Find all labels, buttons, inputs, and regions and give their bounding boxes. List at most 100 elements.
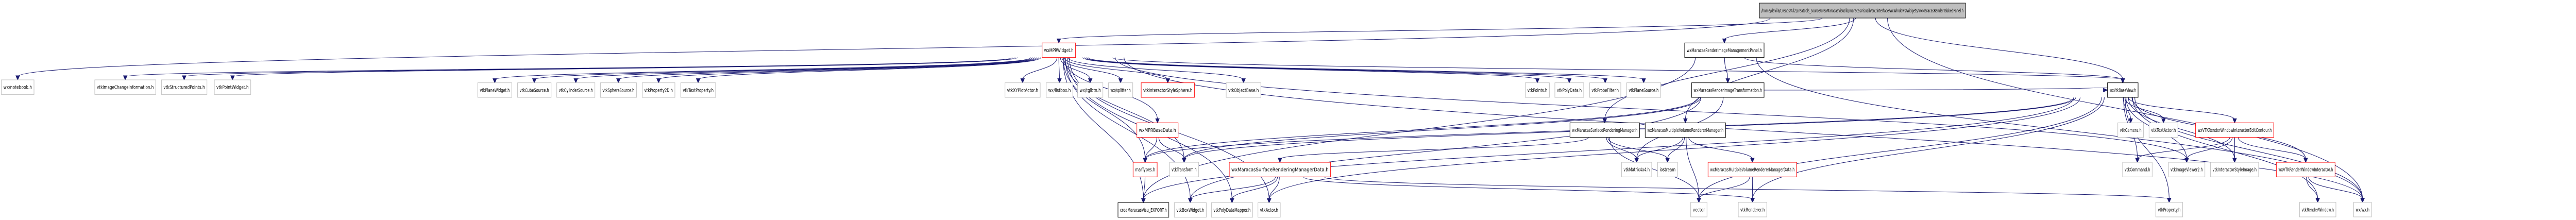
arrowhead-icon	[1665, 158, 1670, 163]
edge-line	[1111, 57, 2123, 80]
node-vtkPolyDataMapper[interactable]: vtkPolyDataMapper.h	[1211, 202, 1253, 218]
arrowhead-icon	[182, 75, 187, 81]
arrowhead-icon	[1725, 78, 1730, 83]
node-vtkMatrix4x4[interactable]: vtkMatrix4x4.h	[1621, 162, 1652, 177]
arrowhead-icon	[1535, 78, 1540, 83]
edge-wxMPRWidget-to-wxlistbox	[1057, 57, 1062, 83]
arrowhead-icon	[532, 78, 537, 83]
node-vtkCamera[interactable]: vtkCamera.h	[2117, 122, 2144, 138]
node-vtkBoxWidget[interactable]: vtkBoxWidget.h	[1174, 202, 1207, 218]
node-box	[161, 79, 208, 95]
edge-line	[2132, 97, 2318, 199]
node-vtkRenderer[interactable]: vtkRenderer.h	[1738, 202, 1767, 217]
edge-line	[1685, 18, 1854, 120]
node-wxtglbtn[interactable]: wx/tglbtn.h	[1077, 82, 1104, 98]
node-vtkTextActor[interactable]: vtkTextActor.h	[2148, 122, 2178, 138]
node-wxwx[interactable]: wx/wx.h	[2353, 202, 2372, 217]
node-root[interactable]: /home/davila/Creatis/All2/creatools_sour…	[1759, 3, 1966, 19]
node-creaMaracasVisu_EXPORT[interactable]: creaMaracasVisu_EXPORT.h	[1117, 202, 1170, 218]
node-iostream[interactable]: iostream	[1657, 162, 1678, 177]
arrowhead-icon	[1267, 198, 1272, 204]
edge-wxMPRWidget-to-vtkXYPlotActor	[1020, 57, 1058, 83]
arrowhead-icon	[1241, 78, 1246, 83]
node-box	[1569, 122, 1640, 138]
node-label: /home/davila/Creatis/All2/creatools_sour…	[1761, 8, 1963, 14]
node-wxnotebook[interactable]: wx/notebook.h	[1, 79, 35, 95]
node-wxMaracasSurfaceRenderingManagerData[interactable]: wxMaracasSurfaceRenderingManagerData.h	[1229, 162, 1331, 177]
node-wxMaracasRenderImageManagementPanel[interactable]: wxMaracasRenderImageManagementPanel.h	[1684, 42, 1765, 58]
arrowhead-icon	[1602, 118, 1607, 124]
node-vtkImageViewer2[interactable]: vtkImageViewer2.h	[2168, 162, 2206, 177]
node-label: wx/listbox.h	[1048, 88, 1071, 93]
node-vtkImageChangeInformation[interactable]: vtkImageChangeInformation.h	[94, 79, 156, 95]
node-vtkInteractorStyleSphere[interactable]: vtkInteractorStyleSphere.h	[1141, 82, 1195, 98]
node-label: creaMaracasVisu_EXPORT.h	[1120, 208, 1167, 213]
node-vtkTransform[interactable]: vtkTransform.h	[1169, 162, 1199, 177]
arrowhead-icon	[1141, 198, 1146, 204]
node-label: vtkPlaneWidget.h	[480, 88, 510, 93]
node-vtkPlaneWidget[interactable]: vtkPlaneWidget.h	[477, 82, 512, 98]
node-label: wx/wx.h	[2355, 207, 2369, 213]
node-wxlistbox[interactable]: wx/listbox.h	[1046, 82, 1073, 98]
node-box	[517, 82, 552, 98]
edge-line	[1744, 57, 2123, 80]
edge-wxMaracasRenderImageTransformation-to-wxVtkBaseView	[1764, 87, 2108, 93]
node-box	[1042, 42, 1076, 58]
node-wxsplitter[interactable]: wx/splitter.h	[1108, 82, 1133, 98]
node-box	[1137, 122, 1179, 138]
node-wxMaracasMultipleVolumeRendererManagerData[interactable]: wxMaracasMultipleVolumeRendererManagerDa…	[1707, 162, 1797, 177]
edge-line	[1190, 97, 1701, 200]
arrowhead-icon	[230, 75, 235, 81]
node-box	[1132, 162, 1158, 177]
node-vtkTextProperty[interactable]: vtkTextProperty.h	[680, 82, 716, 98]
edge-wxVtkBaseView-to-vector	[1697, 97, 2102, 203]
edge-wxMaracasRenderImageManagementPanel-to-wxVtkBaseView	[1744, 57, 2125, 83]
arrowhead-icon	[1088, 78, 1093, 83]
node-vtkCylinderSource[interactable]: vtkCylinderSource.h	[556, 82, 596, 98]
node-vtkInteractorStyleImage[interactable]: vtkInteractorStyleImage.h	[2210, 162, 2259, 177]
edge-line	[1145, 97, 1699, 160]
node-vtkProperty2D[interactable]: vtkProperty2D.h	[642, 82, 675, 98]
node-wxMPRWidget[interactable]: wxMPRWidget.h	[1042, 42, 1076, 58]
node-wxMPRBaseData[interactable]: wxMPRBaseData.h	[1137, 122, 1179, 138]
node-vector[interactable]: vector	[1690, 202, 1707, 217]
node-vtkRenderWindow[interactable]: vtkRenderWindow.h	[2299, 202, 2336, 217]
node-vtkProperty[interactable]: vtkProperty.h	[2155, 202, 2183, 217]
arrowhead-icon	[573, 78, 578, 83]
node-vtkActor[interactable]: vtkActor.h	[1258, 202, 1281, 218]
node-label: wx/splitter.h	[1110, 88, 1130, 93]
node-vtkObjectBase[interactable]: vtkObjectBase.h	[1226, 82, 1261, 98]
node-vtkPolyData[interactable]: vtkPolyData.h	[1554, 82, 1584, 98]
node-wxVTKRenderWindowInteractor[interactable]: wxVTKRenderWindowInteractor.h	[2276, 162, 2335, 177]
node-vtkSphereSource[interactable]: vtkSphereSource.h	[600, 82, 637, 98]
node-vtkProbeFilter[interactable]: vtkProbeFilter.h	[1589, 82, 1621, 98]
node-wxMaracasMultipleVolumeRendererManager[interactable]: wxMaracasMultipleVolumeRendererManager.h	[1645, 122, 1726, 138]
arrowhead-icon	[1567, 78, 1572, 83]
node-vtkPlaneSource[interactable]: vtkPlaneSource.h	[1626, 82, 1661, 98]
edge-wxMaracasMultipleVolumeRendererManager-to-vtkMatrix4x4	[1634, 137, 1684, 163]
node-box	[2155, 202, 2183, 217]
arrowhead-icon	[1182, 158, 1187, 163]
node-label: vtkTransform.h	[1172, 167, 1197, 173]
node-vtkStructuredPoints[interactable]: vtkStructuredPoints.h	[161, 79, 208, 95]
node-box	[1657, 162, 1678, 177]
node-wxMaracasRenderImageTransformation[interactable]: wxMaracasRenderImageTransformation.h	[1691, 82, 1765, 98]
node-wxMaracasSurfaceRenderingManager[interactable]: wxMaracasSurfaceRenderingManager.h	[1569, 122, 1640, 138]
node-vtkCommand[interactable]: vtkCommand.h	[2122, 162, 2153, 177]
node-marTypes[interactable]: marTypes.h	[1132, 162, 1158, 177]
node-box	[477, 82, 512, 98]
node-vtkXYPlotActor[interactable]: vtkXYPlotActor.h	[1005, 82, 1041, 98]
edge-wxMPRWidget-to-vtkSphereSource	[616, 57, 1037, 83]
node-vtkPointWidget[interactable]: vtkPointWidget.h	[214, 79, 251, 95]
node-label: wx/tglbtn.h	[1080, 88, 1101, 93]
node-label: wxMaracasRenderImageManagementPanel.h	[1687, 48, 1762, 54]
node-box	[1211, 202, 1253, 218]
node-box	[600, 82, 637, 98]
arrowhead-icon	[1020, 78, 1025, 83]
node-vtkPoints[interactable]: vtkPoints.h	[1525, 82, 1550, 98]
node-wxVTKRenderWindowInteractorEditContour[interactable]: wxVTKRenderWindowInteractorEditContour.h	[2195, 122, 2274, 138]
node-vtkCubeSource[interactable]: vtkCubeSource.h	[517, 82, 552, 98]
node-label: vtkBoxWidget.h	[1176, 208, 1204, 213]
edge-root-to-wxMaracasRenderImageManagementPanel	[1722, 18, 1856, 44]
node-wxVtkBaseView[interactable]: wxVtkBaseView.h	[2107, 82, 2139, 98]
